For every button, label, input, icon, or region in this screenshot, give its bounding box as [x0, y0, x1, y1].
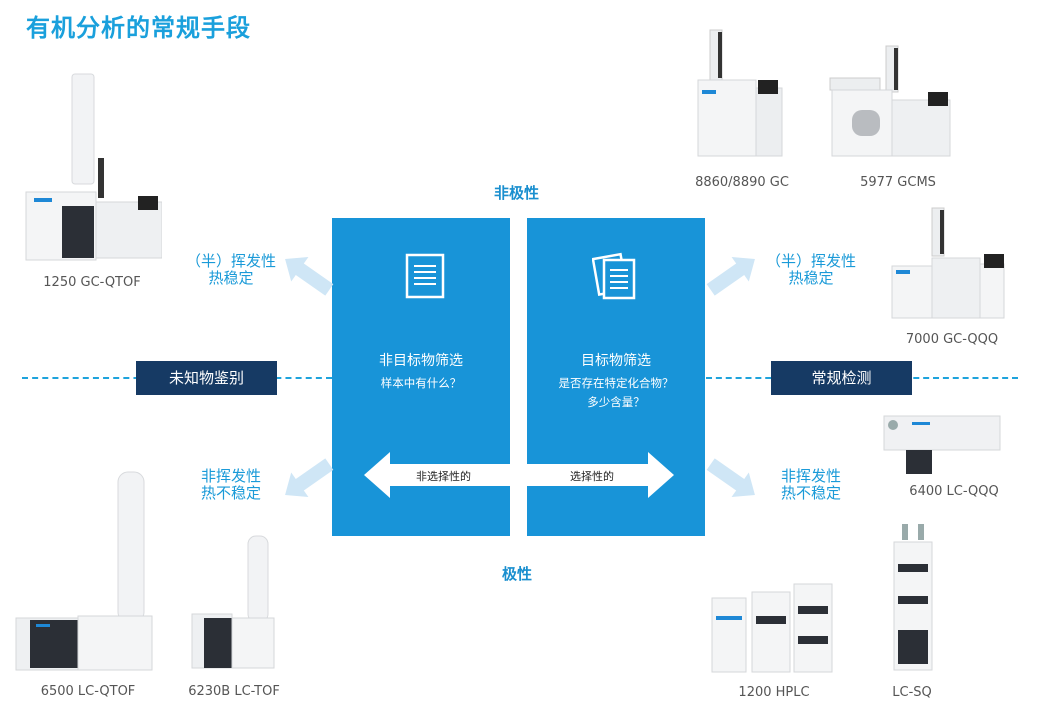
gc-8860-image: [694, 28, 786, 164]
lc-sq-label: LC-SQ: [892, 685, 932, 700]
arrow-lower-left: [280, 456, 336, 506]
non-target-title: 非目标物筛选: [379, 353, 463, 369]
property-upper-right: （半）挥发性 热稳定: [765, 252, 856, 287]
axis-top-label: 非极性: [494, 184, 540, 202]
target-title: 目标物筛选: [581, 353, 651, 369]
non-selective-label: 非选择性的: [416, 470, 471, 483]
gc-8860-label: 8860/8890 GC: [695, 175, 789, 190]
lc-qqq-image: [882, 410, 1002, 480]
gcms-5977-label: 5977 GCMS: [860, 175, 936, 190]
documents-icon: [591, 250, 638, 304]
property-lower-right: 非挥发性 热不稳定: [780, 467, 841, 502]
gc-qqq-label: 7000 GC-QQQ: [905, 332, 999, 347]
unknown-identification-tag: 未知物鉴别: [136, 361, 277, 395]
gc-qtof-image: [22, 72, 163, 268]
hplc-image: [708, 576, 836, 678]
property-upper-left: （半）挥发性 热稳定: [185, 252, 276, 287]
target-subtitle-2: 多少含量？: [587, 395, 645, 409]
lc-qtof-image: [14, 470, 154, 676]
arrow-lower-right: [704, 456, 760, 506]
arrow-upper-right: [704, 252, 760, 302]
lc-tof-image: [190, 534, 276, 676]
target-subtitle-1: 是否存在特定化合物？: [558, 376, 674, 390]
lc-sq-image: [890, 520, 936, 676]
axis-bottom-label: 极性: [502, 565, 533, 583]
gc-qqq-image: [890, 206, 1008, 326]
gc-qtof-label: 1250 GC-QTOF: [43, 275, 141, 290]
lc-qtof-label: 6500 LC-QTOF: [40, 684, 136, 699]
selective-label: 选择性的: [570, 470, 614, 483]
selectivity-arrow: [364, 452, 674, 502]
lc-qqq-label: 6400 LC-QQQ: [909, 484, 999, 499]
arrow-upper-left: [280, 252, 336, 302]
property-lower-left: 非挥发性 热不稳定: [200, 467, 261, 502]
non-target-subtitle: 样本中有什么？: [380, 376, 462, 390]
lc-tof-label: 6230B LC-TOF: [188, 684, 280, 699]
page-title: 有机分析的常规手段: [26, 14, 251, 42]
routine-detection-tag: 常规检测: [771, 361, 912, 395]
gcms-5977-image: [828, 44, 954, 164]
hplc-label: 1200 HPLC: [738, 685, 810, 700]
document-icon: [405, 253, 445, 303]
